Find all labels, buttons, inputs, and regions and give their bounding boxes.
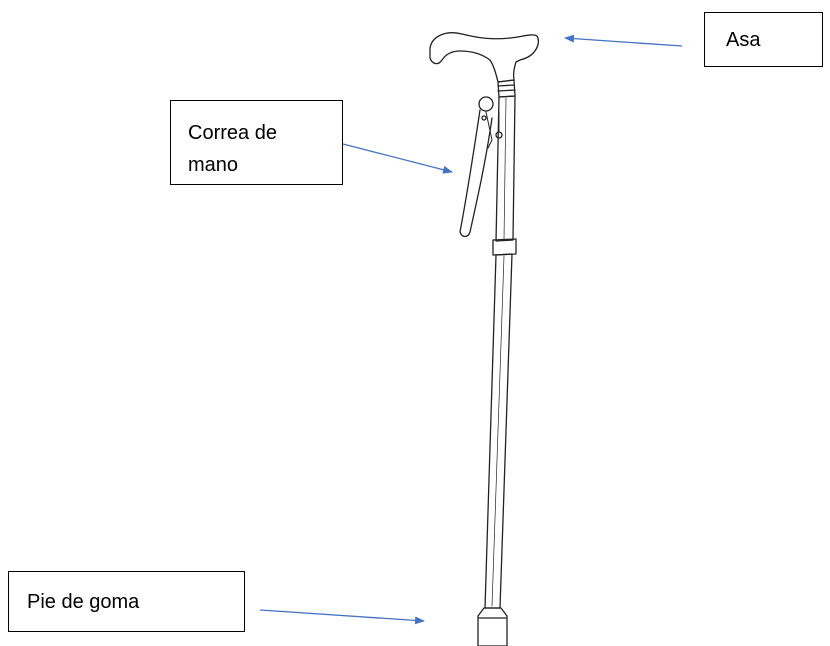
label-pie-de-goma: Pie de goma (8, 571, 245, 632)
arrow-asa (564, 34, 683, 47)
strap-ring (478, 96, 494, 112)
label-asa: Asa (704, 12, 823, 67)
rubber-foot (477, 607, 508, 646)
middle-joint (492, 238, 517, 256)
upper-shaft (495, 95, 516, 242)
label-pie-text: Pie de goma (27, 591, 140, 613)
walking-cane (429, 32, 540, 646)
strap-loop (459, 109, 493, 238)
label-asa-text: Asa (726, 29, 761, 51)
arrow-pie (259, 609, 425, 625)
lower-shaft (484, 253, 513, 609)
handle-collar (497, 79, 516, 98)
label-correa-de-mano: Correa de mano (170, 100, 343, 185)
arrow-correa (342, 143, 453, 174)
cane-handle (429, 32, 540, 83)
label-correa-line1: Correa de (188, 122, 277, 144)
label-correa-line2: mano (188, 154, 239, 176)
